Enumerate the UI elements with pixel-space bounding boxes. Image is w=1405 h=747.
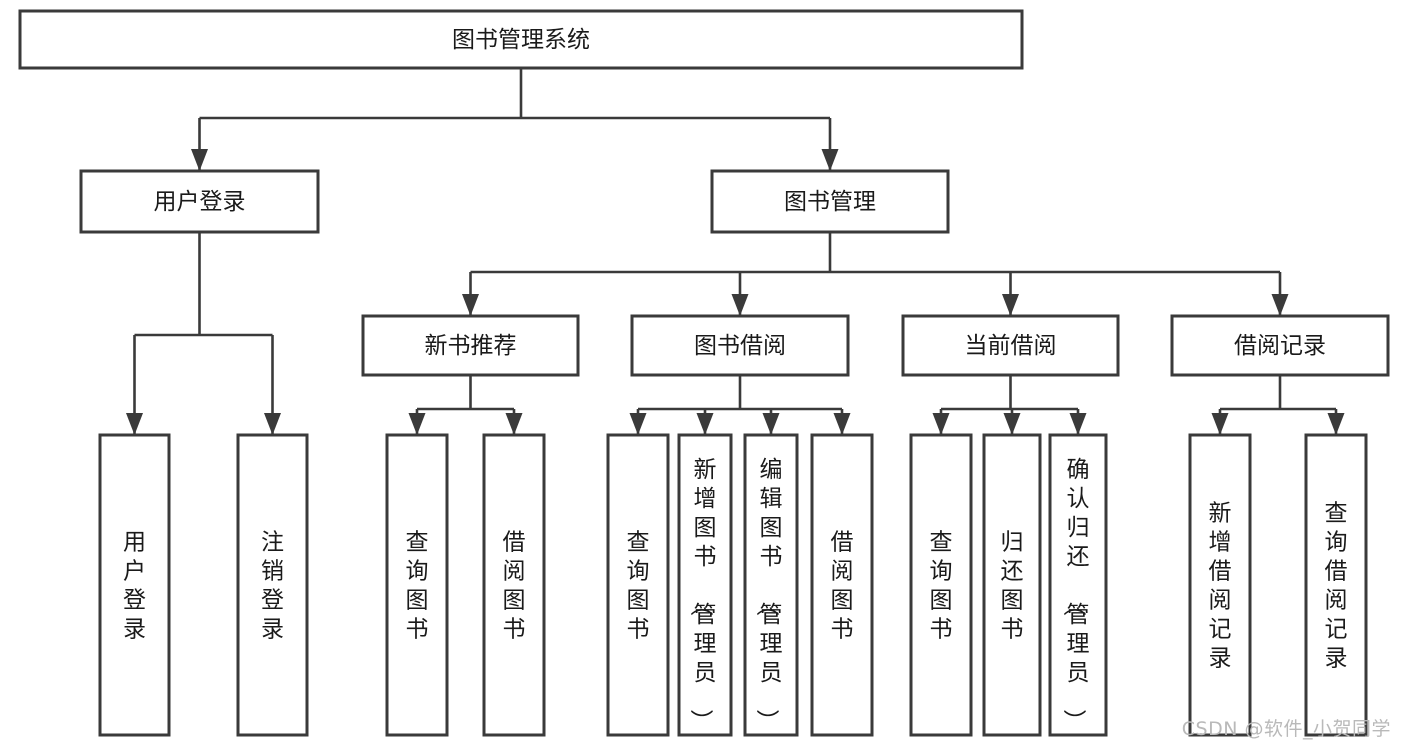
node-label-user-login-do: 用户登录 (123, 530, 146, 643)
node-label-br-query-record: 查询借阅记录 (1325, 501, 1348, 672)
node-layer: 图书管理系统用户登录用户登录注销登录图书管理新书推荐查询图书借阅图书图书借阅查询… (18, 9, 1390, 737)
arrow-head-icon (408, 413, 426, 435)
arrow-head-icon (821, 149, 839, 171)
node-box-user-login[interactable] (79, 169, 320, 234)
node-bb-query-book[interactable]: 查询图书 (606, 433, 670, 737)
arrow-head-icon (462, 294, 479, 316)
arrow-head-icon (1327, 413, 1345, 435)
arrow-head-icon (126, 413, 143, 435)
node-label-user-login: 用户登录 (154, 189, 246, 215)
node-box-cb-query-book[interactable] (909, 433, 973, 737)
node-borrow-record[interactable]: 借阅记录 (1170, 314, 1390, 377)
node-book-manage[interactable]: 图书管理 (710, 169, 950, 234)
node-label-nbr-query-book: 查询图书 (406, 530, 429, 643)
node-label-new-book-recommend: 新书推荐 (425, 333, 517, 359)
connector-layer (126, 68, 1345, 435)
arrow-head-icon (1271, 294, 1289, 316)
node-bb-borrow-book[interactable]: 借阅图书 (810, 433, 874, 737)
node-label-cb-return-book: 归还图书 (1001, 530, 1024, 643)
node-user-logout[interactable]: 注销登录 (236, 433, 309, 737)
node-box-user-logout[interactable] (236, 433, 309, 737)
node-box-nbr-borrow-book[interactable] (482, 433, 546, 737)
node-box-cb-return-book[interactable] (982, 433, 1042, 737)
arrow-head-icon (264, 413, 281, 435)
arrow-head-icon (696, 413, 714, 435)
node-box-br-add-record[interactable] (1188, 433, 1252, 737)
arrow-head-icon (1003, 413, 1021, 435)
node-box-bb-borrow-book[interactable] (810, 433, 874, 737)
node-label-current-borrow: 当前借阅 (965, 333, 1057, 359)
node-label-cb-query-book: 查询图书 (930, 530, 953, 643)
node-box-bb-query-book[interactable] (606, 433, 670, 737)
node-cb-confirm-return[interactable]: 确认归还（管理员） (1048, 433, 1108, 737)
node-current-borrow[interactable]: 当前借阅 (901, 314, 1120, 377)
node-root[interactable]: 图书管理系统 (18, 9, 1024, 70)
node-box-user-login-do[interactable] (98, 433, 171, 737)
node-nbr-borrow-book[interactable]: 借阅图书 (482, 433, 546, 737)
node-box-borrow-record[interactable] (1170, 314, 1390, 377)
arrow-head-icon (1069, 413, 1087, 435)
node-label-bb-add-book: 新增图书（管理员） (688, 457, 717, 732)
node-label-root: 图书管理系统 (452, 27, 590, 53)
node-cb-query-book[interactable]: 查询图书 (909, 433, 973, 737)
node-user-login[interactable]: 用户登录 (79, 169, 320, 234)
node-box-book-borrow[interactable] (630, 314, 850, 377)
node-box-cb-confirm-return[interactable] (1048, 433, 1108, 737)
node-box-nbr-query-book[interactable] (385, 433, 449, 737)
node-label-bb-query-book: 查询图书 (627, 530, 650, 643)
node-box-br-query-record[interactable] (1304, 433, 1368, 737)
node-box-root[interactable] (18, 9, 1024, 70)
node-label-book-borrow: 图书借阅 (694, 333, 786, 359)
arrow-head-icon (629, 413, 647, 435)
node-br-query-record[interactable]: 查询借阅记录 (1304, 433, 1368, 737)
arrow-head-icon (932, 413, 950, 435)
node-box-bb-add-book[interactable] (677, 433, 733, 737)
node-box-current-borrow[interactable] (901, 314, 1120, 377)
arrow-head-icon (833, 413, 851, 435)
node-cb-return-book[interactable]: 归还图书 (982, 433, 1042, 737)
arrow-head-icon (191, 149, 208, 171)
node-label-bb-edit-book: 编辑图书（管理员） (754, 457, 783, 732)
node-bb-edit-book[interactable]: 编辑图书（管理员） (743, 433, 799, 737)
node-br-add-record[interactable]: 新增借阅记录 (1188, 433, 1252, 737)
node-box-new-book-recommend[interactable] (361, 314, 580, 377)
arrow-head-icon (1211, 413, 1229, 435)
node-box-book-manage[interactable] (710, 169, 950, 234)
arrow-head-icon (731, 294, 749, 316)
node-label-br-add-record: 新增借阅记录 (1209, 501, 1232, 672)
node-new-book-recommend[interactable]: 新书推荐 (361, 314, 580, 377)
node-book-borrow[interactable]: 图书借阅 (630, 314, 850, 377)
csdn-watermark: CSDN @软件_小贺同学 (1181, 718, 1391, 740)
node-label-book-manage: 图书管理 (784, 189, 876, 215)
node-label-cb-confirm-return: 确认归还（管理员） (1061, 457, 1090, 732)
node-bb-add-book[interactable]: 新增图书（管理员） (677, 433, 733, 737)
arrow-head-icon (762, 413, 780, 435)
node-label-nbr-borrow-book: 借阅图书 (503, 530, 526, 643)
node-label-bb-borrow-book: 借阅图书 (831, 530, 854, 643)
node-nbr-query-book[interactable]: 查询图书 (385, 433, 449, 737)
node-label-borrow-record: 借阅记录 (1234, 333, 1326, 359)
node-label-user-logout: 注销登录 (261, 530, 284, 643)
arrow-head-icon (1002, 294, 1019, 316)
node-user-login-do[interactable]: 用户登录 (98, 433, 171, 737)
arrow-head-icon (505, 413, 523, 435)
node-box-bb-edit-book[interactable] (743, 433, 799, 737)
